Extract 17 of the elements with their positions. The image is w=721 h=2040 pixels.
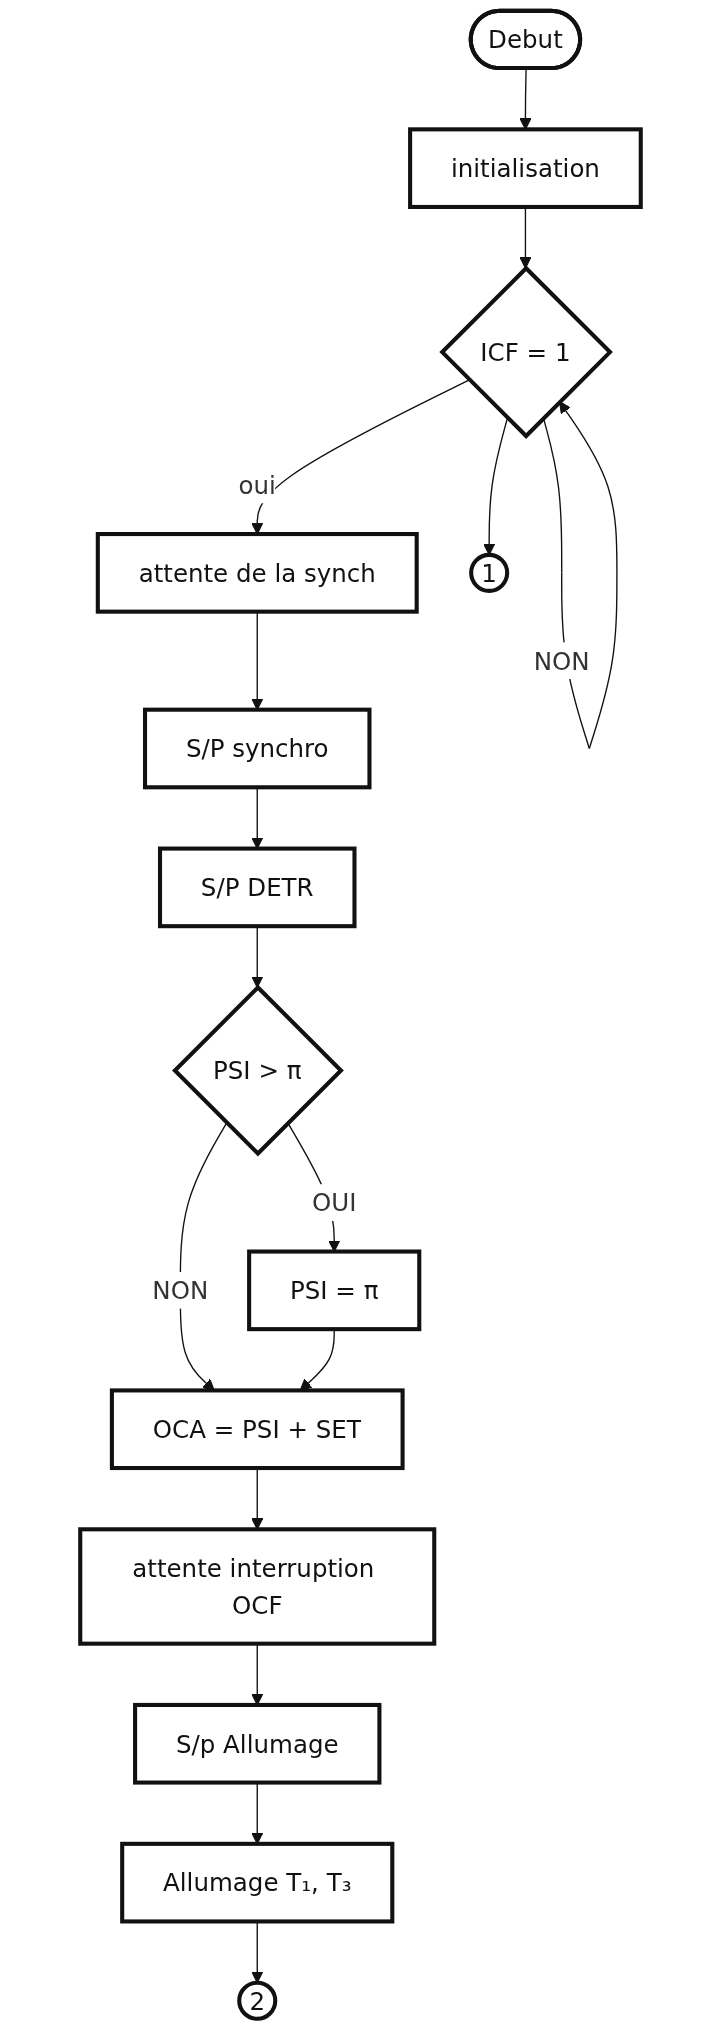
node-diamond: ICF = 1 (439, 265, 613, 439)
node-box: OCA = PSI + SET (109, 1388, 405, 1471)
node-box: Allumage T₁, T₃ (120, 1841, 395, 1924)
node-box: attente interruption OCF (78, 1527, 437, 1646)
node-box: S/P synchro (143, 707, 372, 790)
edge-label: OUI (311, 1188, 357, 1217)
edge-label: NON (533, 646, 590, 675)
node-diamond: PSI > π (172, 984, 344, 1157)
node-box: initialisation (408, 127, 643, 209)
edge-label: NON (152, 1276, 209, 1305)
node-box: PSI = π (247, 1249, 422, 1332)
node-circle: 1 (469, 552, 510, 593)
node-box: attente de la synch (95, 532, 419, 614)
node-box: S/p Allumage (133, 1702, 382, 1785)
node-circle: 2 (237, 1980, 278, 2021)
node-box: S/P DETR (158, 846, 357, 929)
edge-label: oui (238, 470, 276, 500)
